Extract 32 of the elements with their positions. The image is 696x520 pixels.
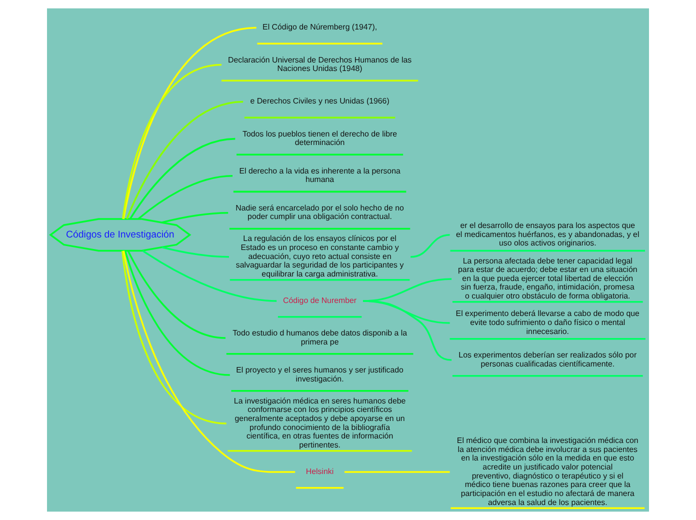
connector — [162, 246, 230, 258]
node-text: El médico que combina la investigación médica con la atención médica debe involucrar a sus pacientes en la investigación sólo en la medida en que esto acredite un justificado valor potencial preventivo, diagnóstico o terapéutico y si el médico tiene buenas razones para creer que la participación en el estudio no afectará de manera adversa la salud de los pacientes. — [456, 436, 638, 507]
node-text: La regulación de los ensayos clínicos por el Estado es un proceso en constante cambio y adecuación, cuyo reto actual consiste en salvaguardar la seguridad de los participantes y equilibrar la carga administrativa. — [236, 234, 404, 278]
connector — [126, 100, 244, 220]
node-text: El proyecto y el seres humanos y ser justificado investigación. — [236, 366, 404, 384]
connector — [124, 250, 230, 376]
node-text: Todos los pueblos tienen el derecho de libre determinación — [242, 129, 398, 148]
connector — [410, 234, 450, 258]
node-text: Nadie será encarcelado por el solo hecho de no poder cumplir una obligación contractual. — [236, 203, 404, 222]
node-text: La persona afectada debe tener capacidad legal para estar de acuerdo; debe estar en una situación en la que pueda ejercer total libertad de elección sin fuerza, fraude, engaño, intimidación, promesa o cualquier otro obstáculo de forma obligatoria. — [458, 256, 638, 301]
node-text: e Derechos Civiles y nes Unidas (1966) — [250, 96, 390, 106]
node-text: El experimento deberá llevarse a cabo de modo que evite todo sufrimiento o daño físico o mental innecesario. — [456, 309, 640, 336]
connector — [130, 138, 236, 220]
connector — [122, 64, 222, 219]
connector — [138, 174, 233, 220]
connector — [142, 250, 277, 302]
node-text: Todo estudio d humanos debe datos disponib a la primera pe — [232, 328, 408, 346]
connector — [162, 212, 228, 224]
node-text: El derecho a la vida es inherente a la persona humana — [239, 166, 400, 184]
node-text: El Código de Núremberg (1947), — [262, 22, 378, 32]
connector — [344, 471, 450, 473]
node-text: La investigación médica en seres humanos debe conformarse con los principios científicos generalmente aceptados y debe apoyarse en un profundo conocimiento de la bibliografía científica, en otras fuentes de información pertinentes. — [234, 396, 406, 450]
node-text: Helsinki — [306, 466, 334, 476]
connector — [122, 26, 256, 220]
connector — [362, 300, 452, 361]
node-text: er el desarrollo de ensayos para los aspectos que el medicamentos huérfanos, es y abandonadas, y el uso olos activos originarios. — [456, 221, 640, 248]
connector — [122, 250, 226, 424]
connector — [127, 250, 226, 339]
connector — [122, 250, 296, 473]
node-text: Declaración Universal de Derechos Humanos de las Naciones Unidas (1948) — [228, 55, 412, 74]
node-text: Los experimentos deberían ser realizados sólo por personas cualificadas científicamente. — [458, 350, 637, 368]
node-text: Código de Nurember — [283, 296, 357, 305]
